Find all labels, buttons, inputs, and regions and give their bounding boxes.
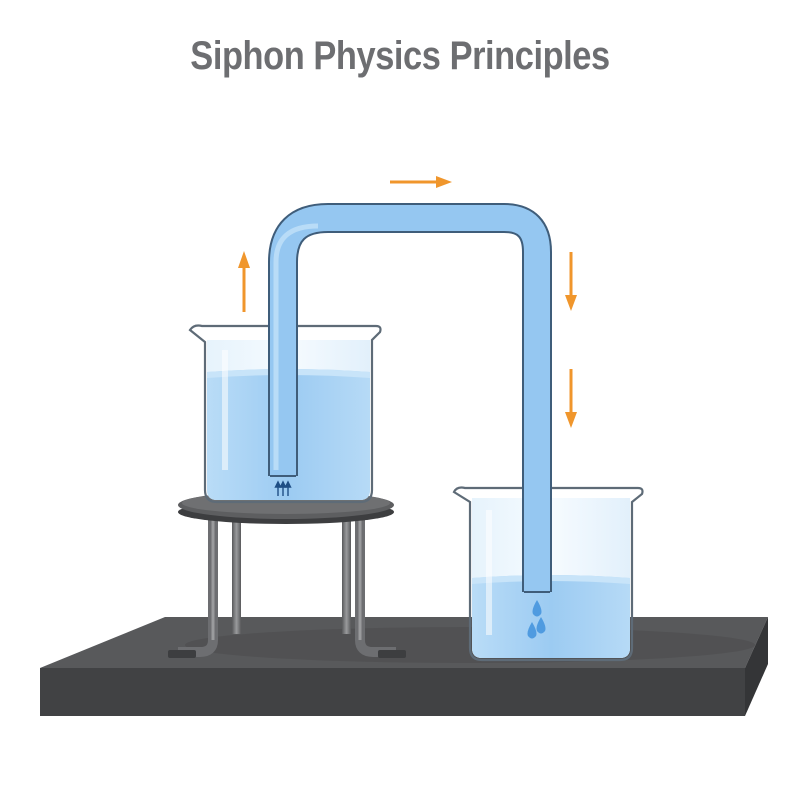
siphon-tube [268,203,552,593]
small-upward-arrows-icon [274,480,292,496]
water-drop-icon [527,600,546,639]
platform-base [40,617,768,716]
diagram-title: Siphon Physics Principles [190,34,610,78]
flow-arrow-icon [238,176,577,428]
